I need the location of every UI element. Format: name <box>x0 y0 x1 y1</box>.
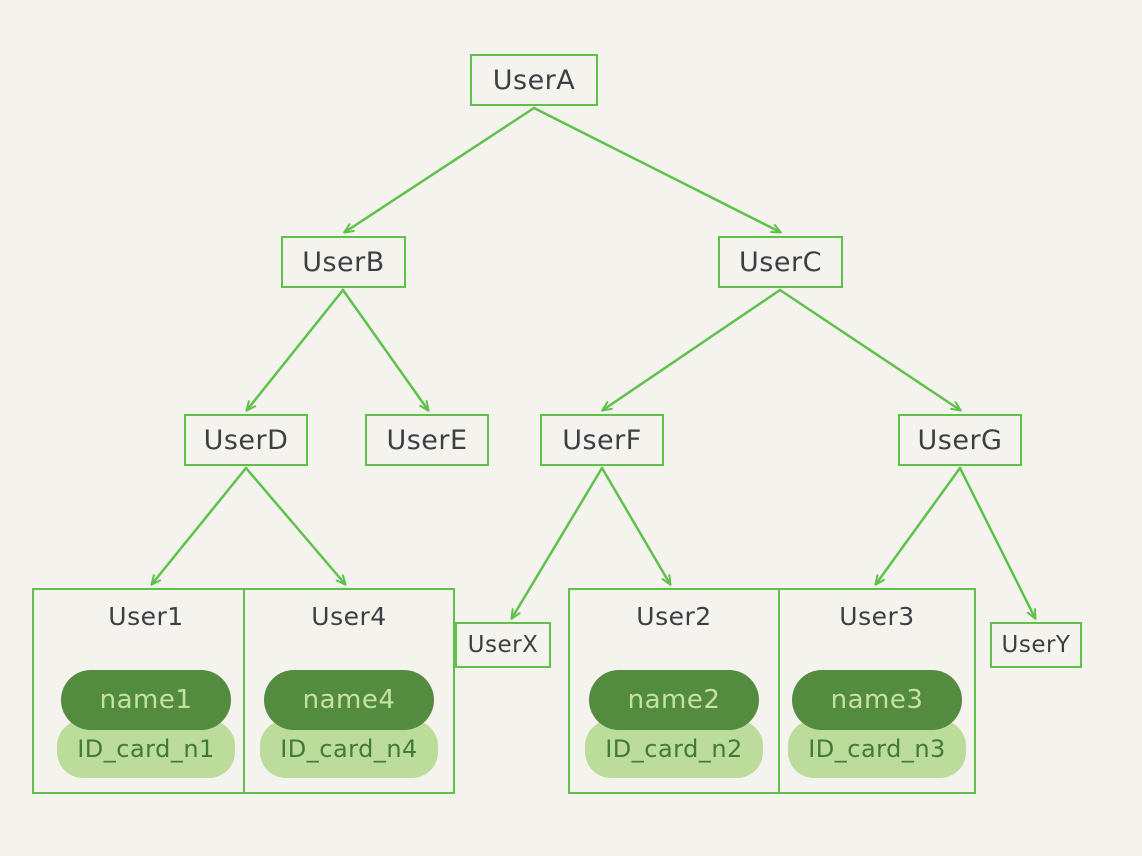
node-label: UserG <box>917 424 1003 456</box>
card-title: User3 <box>839 602 915 631</box>
edge-userd-to-user4 <box>244 466 347 586</box>
edge-userc-to-userf <box>601 288 782 412</box>
node-label: UserY <box>1001 632 1071 658</box>
edge-userf-to-user2 <box>600 466 672 586</box>
node-usera[interactable]: UserA <box>470 54 598 106</box>
node-userx[interactable]: UserX <box>455 622 551 668</box>
edge-userg-to-user3 <box>874 466 962 586</box>
attribute-name-pill: name3 <box>792 670 962 730</box>
edge-userd-to-user1 <box>150 466 248 586</box>
edge-usera-to-userb <box>343 106 536 234</box>
attribute-name-pill: name4 <box>264 670 434 730</box>
node-usery[interactable]: UserY <box>990 622 1082 668</box>
edge-userb-to-userd <box>245 288 345 412</box>
attribute-name-pill: name2 <box>589 670 759 730</box>
node-label: UserB <box>302 246 385 278</box>
edges-group <box>150 106 1037 620</box>
card-title: User1 <box>108 602 184 631</box>
node-label: UserX <box>467 632 539 658</box>
node-userb[interactable]: UserB <box>281 236 406 288</box>
node-label: UserF <box>562 424 642 456</box>
node-usere[interactable]: UserE <box>365 414 489 466</box>
node-userc[interactable]: UserC <box>718 236 843 288</box>
node-userf[interactable]: UserF <box>540 414 664 466</box>
attribute-name-pill: name1 <box>61 670 231 730</box>
edge-usera-to-userc <box>532 106 782 234</box>
node-label: UserE <box>386 424 468 456</box>
node-label: UserA <box>492 64 576 96</box>
card-title: User2 <box>636 602 712 631</box>
node-label: UserD <box>203 424 289 456</box>
node-userg[interactable]: UserG <box>898 414 1022 466</box>
edge-userb-to-usere <box>341 288 430 412</box>
card-title: User4 <box>311 602 387 631</box>
node-label: UserC <box>739 246 822 278</box>
node-userd[interactable]: UserD <box>184 414 308 466</box>
edge-userc-to-userg <box>778 288 962 412</box>
